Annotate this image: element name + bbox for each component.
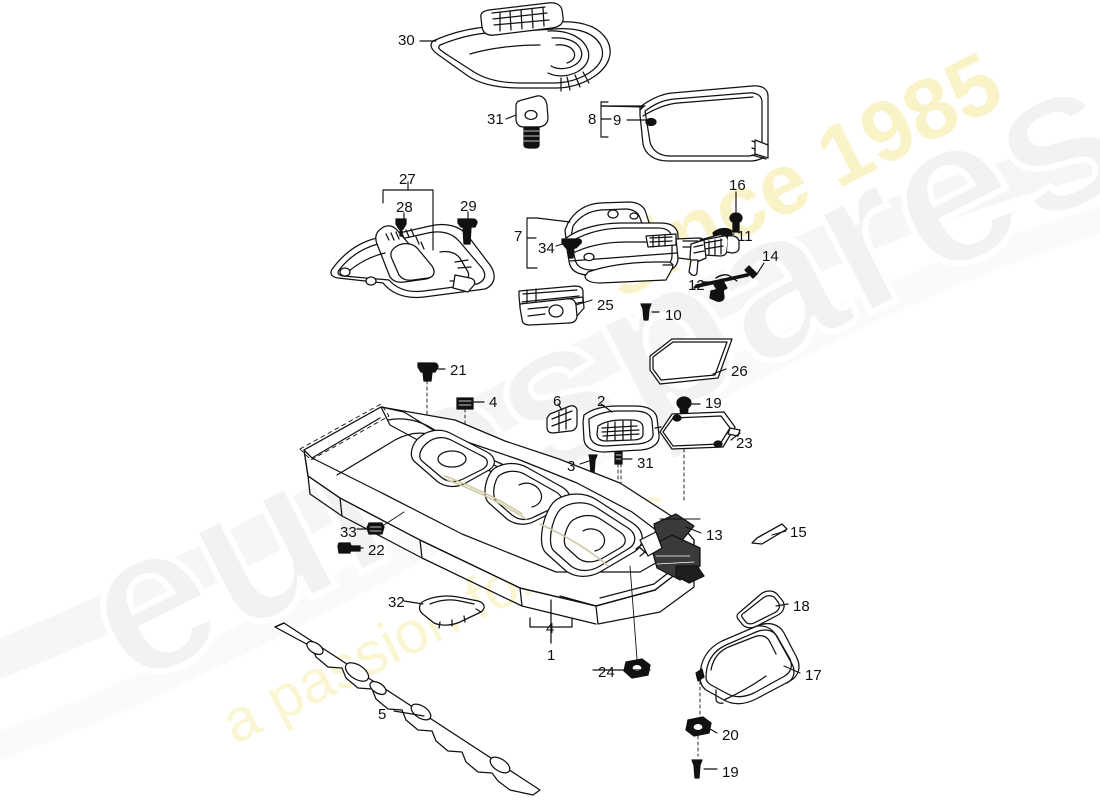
callout-number-19[interactable]: 19 — [705, 395, 722, 412]
part-28-clip — [395, 218, 407, 237]
part-21-bolt — [417, 362, 439, 438]
part-6-bracket — [546, 405, 578, 434]
callout-number-33[interactable]: 33 — [340, 524, 357, 541]
part-29-bolt — [457, 218, 478, 245]
callout-number-31[interactable]: 31 — [487, 111, 504, 128]
callout-number-10[interactable]: 10 — [665, 307, 682, 324]
callout-number-18[interactable]: 18 — [793, 598, 810, 615]
callout-number-20[interactable]: 20 — [722, 727, 739, 744]
part-27-gear-trim — [330, 223, 495, 299]
part-7-storage-assembly — [564, 201, 706, 284]
callout-number-6[interactable]: 6 — [553, 393, 562, 410]
callout-number-17[interactable]: 17 — [805, 667, 822, 684]
callout-number-25[interactable]: 25 — [597, 297, 614, 314]
part-15-rod — [751, 523, 788, 545]
part-2-insert — [582, 405, 660, 531]
callout-number-31[interactable]: 31 — [637, 455, 654, 472]
callout-number-4[interactable]: 4 — [489, 394, 498, 411]
part-1-centre-console — [299, 403, 695, 644]
part-33-nut — [366, 511, 405, 535]
callout-number-14[interactable]: 14 — [762, 248, 779, 265]
part-11-latch — [688, 227, 740, 276]
callout-number-28[interactable]: 28 — [396, 199, 413, 216]
callout-number-1[interactable]: 1 — [547, 647, 556, 664]
callout-number-2[interactable]: 2 — [597, 393, 606, 410]
part-17-rear-cover — [695, 623, 800, 719]
callout-number-8[interactable]: 8 — [588, 111, 597, 128]
callout-number-23[interactable]: 23 — [736, 435, 753, 452]
callout-number-9[interactable]: 9 — [613, 112, 622, 129]
callout-number-27[interactable]: 27 — [399, 171, 416, 188]
part-12-cable — [709, 274, 738, 302]
part-32-trim — [418, 595, 485, 629]
callout-number-19[interactable]: 19 — [722, 764, 739, 781]
part-23-plate — [654, 411, 741, 450]
callout-number-13[interactable]: 13 — [706, 527, 723, 544]
part-30-armrest-trim — [430, 2, 611, 92]
part-31-stud-a — [515, 95, 549, 149]
callout-number-16[interactable]: 16 — [729, 177, 746, 194]
callout-number-32[interactable]: 32 — [388, 594, 405, 611]
callout-number-29[interactable]: 29 — [460, 198, 477, 215]
callout-number-22[interactable]: 22 — [368, 542, 385, 559]
callout-number-21[interactable]: 21 — [450, 362, 467, 379]
part-25-insert — [518, 285, 585, 326]
callout-number-4[interactable]: 4 — [546, 620, 555, 637]
part-10-pin — [640, 303, 652, 321]
part-19-screw-b — [691, 759, 703, 779]
callout-number-11[interactable]: 11 — [737, 228, 753, 245]
part-20-grommet — [685, 716, 712, 757]
callout-number-12[interactable]: 12 — [688, 277, 705, 294]
part-13-bracket — [639, 513, 705, 584]
callout-number-30[interactable]: 30 — [398, 32, 415, 49]
part-26-mat — [649, 338, 733, 385]
callout-number-15[interactable]: 15 — [790, 524, 807, 541]
part-31-clip-b — [614, 451, 623, 521]
part-16-bolt — [729, 212, 743, 233]
callout-number-26[interactable]: 26 — [731, 363, 748, 380]
leader-lines — [351, 40, 801, 770]
part-5-sill-trim — [274, 622, 541, 796]
part-22-bolt — [337, 542, 361, 554]
part-8-rear-cover — [639, 85, 769, 162]
callout-number-7[interactable]: 7 — [514, 228, 523, 245]
callout-number-24[interactable]: 24 — [598, 664, 615, 681]
part-34-clip — [561, 238, 582, 259]
part-18-cover-clip — [736, 590, 785, 629]
callout-number-3[interactable]: 3 — [567, 458, 576, 475]
callout-number-5[interactable]: 5 — [378, 706, 387, 723]
callout-number-34[interactable]: 34 — [538, 240, 555, 257]
